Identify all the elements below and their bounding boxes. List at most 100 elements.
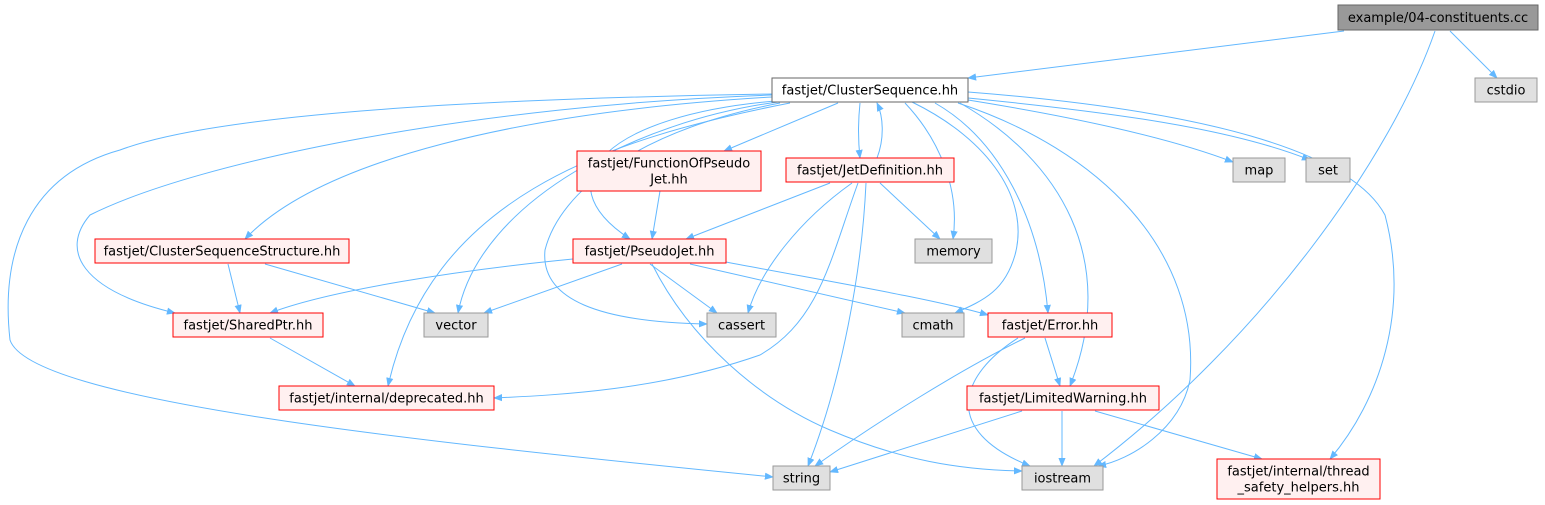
edges-layer xyxy=(7,30,1498,480)
edge-cluster-sequence-to-thread-safety xyxy=(967,91,1395,460)
edge-cluster-sequence-structure-to-vector xyxy=(264,263,436,315)
node-box xyxy=(706,312,777,338)
node-box xyxy=(771,77,969,103)
node-cmath: cmath xyxy=(901,312,965,338)
edge-pseudojet-to-cassert xyxy=(649,263,718,314)
node-box xyxy=(1337,4,1539,31)
node-label: memory xyxy=(926,245,981,260)
node-label: cstdio xyxy=(1487,84,1526,99)
node-label: fastjet/PseudoJet.hh xyxy=(585,245,715,260)
node-cassert: cassert xyxy=(706,312,777,338)
node-shared-ptr[interactable]: fastjet/SharedPtr.hh xyxy=(172,312,324,338)
node-label: map xyxy=(1245,164,1274,179)
node-box xyxy=(1232,157,1286,183)
edge-cluster-sequence-to-cluster-sequence-structure xyxy=(244,96,773,240)
node-box xyxy=(987,312,1113,338)
node-label: example/04-constituents.cc xyxy=(1348,11,1528,26)
edge-function-of-pseudojet-to-pseudojet xyxy=(649,190,661,240)
node-label: fastjet/Error.hh xyxy=(1002,319,1099,334)
node-thread-safety[interactable]: fastjet/internal/thread_safety_helpers.h… xyxy=(1216,458,1381,500)
edge-cluster-sequence-to-deprecated xyxy=(386,102,791,387)
node-box xyxy=(772,465,831,491)
node-label: cassert xyxy=(718,319,765,334)
node-deprecated[interactable]: fastjet/internal/deprecated.hh xyxy=(278,385,495,411)
edge-jet-definition-to-deprecated xyxy=(493,182,859,402)
node-label: fastjet/ClusterSequence.hh xyxy=(782,84,958,99)
edge-error-to-limited-warning xyxy=(1044,337,1062,387)
edge-shared-ptr-to-deprecated xyxy=(269,337,356,387)
node-label: vector xyxy=(435,319,477,334)
edge-cluster-sequence-to-jet-definition xyxy=(855,102,863,159)
node-jet-definition[interactable]: fastjet/JetDefinition.hh xyxy=(785,157,955,183)
node-label: _safety_helpers.hh xyxy=(1237,481,1360,496)
edge-pseudojet-to-shared-ptr xyxy=(269,258,574,314)
node-label: cmath xyxy=(912,319,953,334)
nodes-layer: example/04-constituents.cc fastjet/Cluste… xyxy=(94,4,1539,500)
edge-pseudojet-to-cmath xyxy=(689,263,906,315)
edge-pseudojet-to-vector xyxy=(483,263,623,314)
node-box xyxy=(1474,77,1538,103)
node-vector: vector xyxy=(423,312,489,338)
node-box xyxy=(1021,465,1104,491)
edge-pseudojet-to-iostream xyxy=(651,263,1023,475)
node-box xyxy=(901,312,965,338)
node-label: fastjet/internal/thread xyxy=(1227,465,1369,480)
edge-cluster-sequence-to-cassert xyxy=(544,102,781,328)
edge-root-to-iostream xyxy=(1093,30,1436,467)
edge-cluster-sequence-to-iostream xyxy=(957,102,1192,469)
edge-cluster-sequence-to-map xyxy=(967,99,1234,163)
edge-cluster-sequence-to-shared-ptr xyxy=(76,94,773,315)
node-cstdio: cstdio xyxy=(1474,77,1538,103)
edge-root-to-cstdio xyxy=(1449,30,1498,79)
node-box xyxy=(172,312,324,338)
node-box xyxy=(278,385,495,411)
node-map: map xyxy=(1232,157,1286,183)
edge-jet-definition-to-cluster-sequence xyxy=(876,102,884,159)
node-pseudojet[interactable]: fastjet/PseudoJet.hh xyxy=(572,238,727,264)
node-error[interactable]: fastjet/Error.hh xyxy=(987,312,1113,338)
edge-cluster-sequence-to-cmath xyxy=(911,101,1019,314)
edge-limited-warning-to-thread-safety xyxy=(1094,410,1263,461)
edge-jet-definition-to-pseudojet xyxy=(685,182,831,240)
node-box xyxy=(576,150,762,192)
node-box xyxy=(1305,157,1351,183)
edge-jet-definition-to-cassert xyxy=(746,182,853,314)
node-box xyxy=(94,238,350,264)
node-label: fastjet/LimitedWarning.hh xyxy=(979,392,1147,407)
edge-root-to-cluster-sequence xyxy=(967,30,1345,81)
edge-cluster-sequence-to-function-of-pseudojet xyxy=(723,102,839,152)
node-box xyxy=(966,385,1160,411)
node-box xyxy=(914,238,993,264)
node-box xyxy=(1216,458,1381,500)
edge-cluster-sequence-to-error xyxy=(934,102,1051,314)
node-memory: memory xyxy=(914,238,993,264)
node-cluster-sequence[interactable]: fastjet/ClusterSequence.hh xyxy=(771,77,969,103)
node-limited-warning[interactable]: fastjet/LimitedWarning.hh xyxy=(966,385,1160,411)
node-box xyxy=(785,157,955,183)
node-set: set xyxy=(1305,157,1351,183)
node-label: fastjet/JetDefinition.hh xyxy=(797,164,943,179)
node-iostream: iostream xyxy=(1021,465,1104,491)
edge-cluster-sequence-structure-to-shared-ptr xyxy=(227,263,242,314)
node-label: fastjet/FunctionOfPseudo xyxy=(588,157,750,172)
edge-jet-definition-to-string xyxy=(807,182,867,467)
node-root[interactable]: example/04-constituents.cc xyxy=(1337,4,1539,31)
node-label: fastjet/ClusterSequenceStructure.hh xyxy=(104,245,341,260)
node-label: set xyxy=(1318,164,1338,179)
node-label: fastjet/internal/deprecated.hh xyxy=(289,392,483,407)
edge-pseudojet-to-error xyxy=(725,261,989,317)
node-string: string xyxy=(772,465,831,491)
edge-jet-definition-to-memory xyxy=(879,182,941,240)
edge-limited-warning-to-string xyxy=(829,410,1023,473)
edge-cluster-sequence-to-vector xyxy=(456,101,779,314)
node-label: Jet.hh xyxy=(649,173,688,188)
node-cluster-sequence-structure[interactable]: fastjet/ClusterSequenceStructure.hh xyxy=(94,238,350,264)
node-label: fastjet/SharedPtr.hh xyxy=(184,319,313,334)
node-label: string xyxy=(783,472,820,487)
edge-cluster-sequence-to-string xyxy=(7,93,774,480)
edge-cluster-sequence-to-set xyxy=(967,97,1311,161)
node-box xyxy=(423,312,489,338)
node-box xyxy=(572,238,727,264)
